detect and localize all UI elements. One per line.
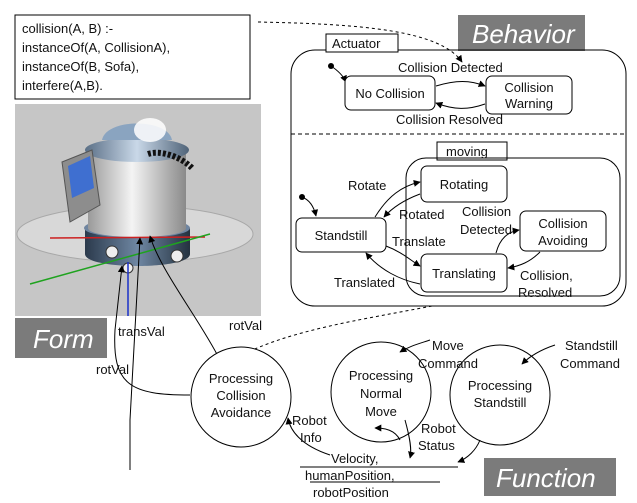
process-collision-avoidance: [190, 346, 292, 448]
rule-box: collision(A, B) :- instanceOf(A, Collisi…: [14, 14, 251, 100]
process-label: Avoidance: [211, 405, 271, 420]
transition-label: Collision Detected: [398, 60, 503, 75]
state-label: Collision: [538, 216, 587, 231]
actuator-region-title: Actuator: [332, 36, 381, 51]
transition-label: Resolved: [518, 285, 572, 300]
rule-line: interfere(A,B).: [22, 78, 103, 93]
rule-link-arrow: [257, 21, 463, 63]
process-normal-move: [330, 341, 432, 443]
transition-label: Collision,: [520, 268, 573, 283]
behavior-tag: Behavior: [458, 15, 585, 51]
function-dataflow: Processing Collision Avoidance Processin…: [190, 338, 620, 500]
process-label: Processing: [468, 378, 532, 393]
transition-label: Translate: [392, 234, 446, 249]
transition-label: Collision Resolved: [396, 112, 503, 127]
rotval-arrow: [114, 265, 191, 396]
behavior-link-arrow: [239, 305, 433, 357]
form-value-label: rotVal: [96, 362, 129, 377]
state-label: No Collision: [355, 86, 424, 101]
flow-label: Standstill: [565, 338, 618, 353]
flow-label: Info: [300, 430, 322, 445]
state-collision-warning: [485, 75, 573, 115]
flow-label: Robot: [421, 421, 456, 436]
form-tag: Form: [15, 318, 107, 358]
state-standstill: [295, 217, 387, 253]
transition-label: Detected: [460, 222, 512, 237]
transval-arrow: [129, 237, 144, 470]
flow-label: Move: [432, 338, 464, 353]
rotval-arrow: [148, 235, 221, 361]
state-label: Translating: [432, 266, 496, 281]
state-no-collision: [344, 75, 436, 111]
behavior-statechart: Actuator No Collision Collision Warning …: [290, 33, 627, 307]
transition-label: Rotated: [399, 207, 445, 222]
data-store-label: humanPosition,: [305, 468, 395, 483]
process-label: Normal: [360, 386, 402, 401]
data-store-label: robotPosition: [313, 485, 389, 500]
form-value-label: transVal: [118, 324, 165, 339]
flow-label: Robot: [292, 413, 327, 428]
flow-label: Status: [418, 438, 455, 453]
moving-region-title: moving: [446, 144, 488, 159]
transition-label: Collision: [462, 204, 511, 219]
transition-label: Rotate: [348, 178, 386, 193]
state-label: Warning: [505, 96, 553, 111]
process-label: Processing: [209, 371, 273, 386]
data-store-label: Velocity,: [331, 451, 378, 466]
state-rotating: [420, 165, 508, 203]
robot-render: [15, 104, 261, 316]
state-collision-avoiding: [519, 210, 607, 252]
flow-label: Command: [560, 356, 620, 371]
transition-label: Translated: [334, 275, 395, 290]
process-label: Processing: [349, 368, 413, 383]
rule-line: instanceOf(B, Sofa),: [22, 59, 139, 74]
process-label: Standstill: [474, 395, 527, 410]
state-translating: [420, 253, 508, 293]
function-tag: Function: [484, 458, 616, 496]
behavior-tag-label: Behavior: [472, 19, 576, 49]
process-label: Collision: [216, 388, 265, 403]
process-label: Move: [365, 404, 397, 419]
state-label: Standstill: [315, 228, 368, 243]
state-label: Rotating: [440, 177, 488, 192]
form-tag-label: Form: [33, 324, 94, 354]
state-label: Collision: [504, 80, 553, 95]
rule-line: instanceOf(A, CollisionA),: [22, 40, 170, 55]
rule-line: collision(A, B) :-: [22, 21, 113, 36]
function-tag-label: Function: [496, 463, 596, 493]
form-value-label: rotVal: [229, 318, 262, 333]
state-label: Avoiding: [538, 233, 588, 248]
flow-label: Command: [418, 356, 478, 371]
process-standstill: [449, 344, 551, 446]
